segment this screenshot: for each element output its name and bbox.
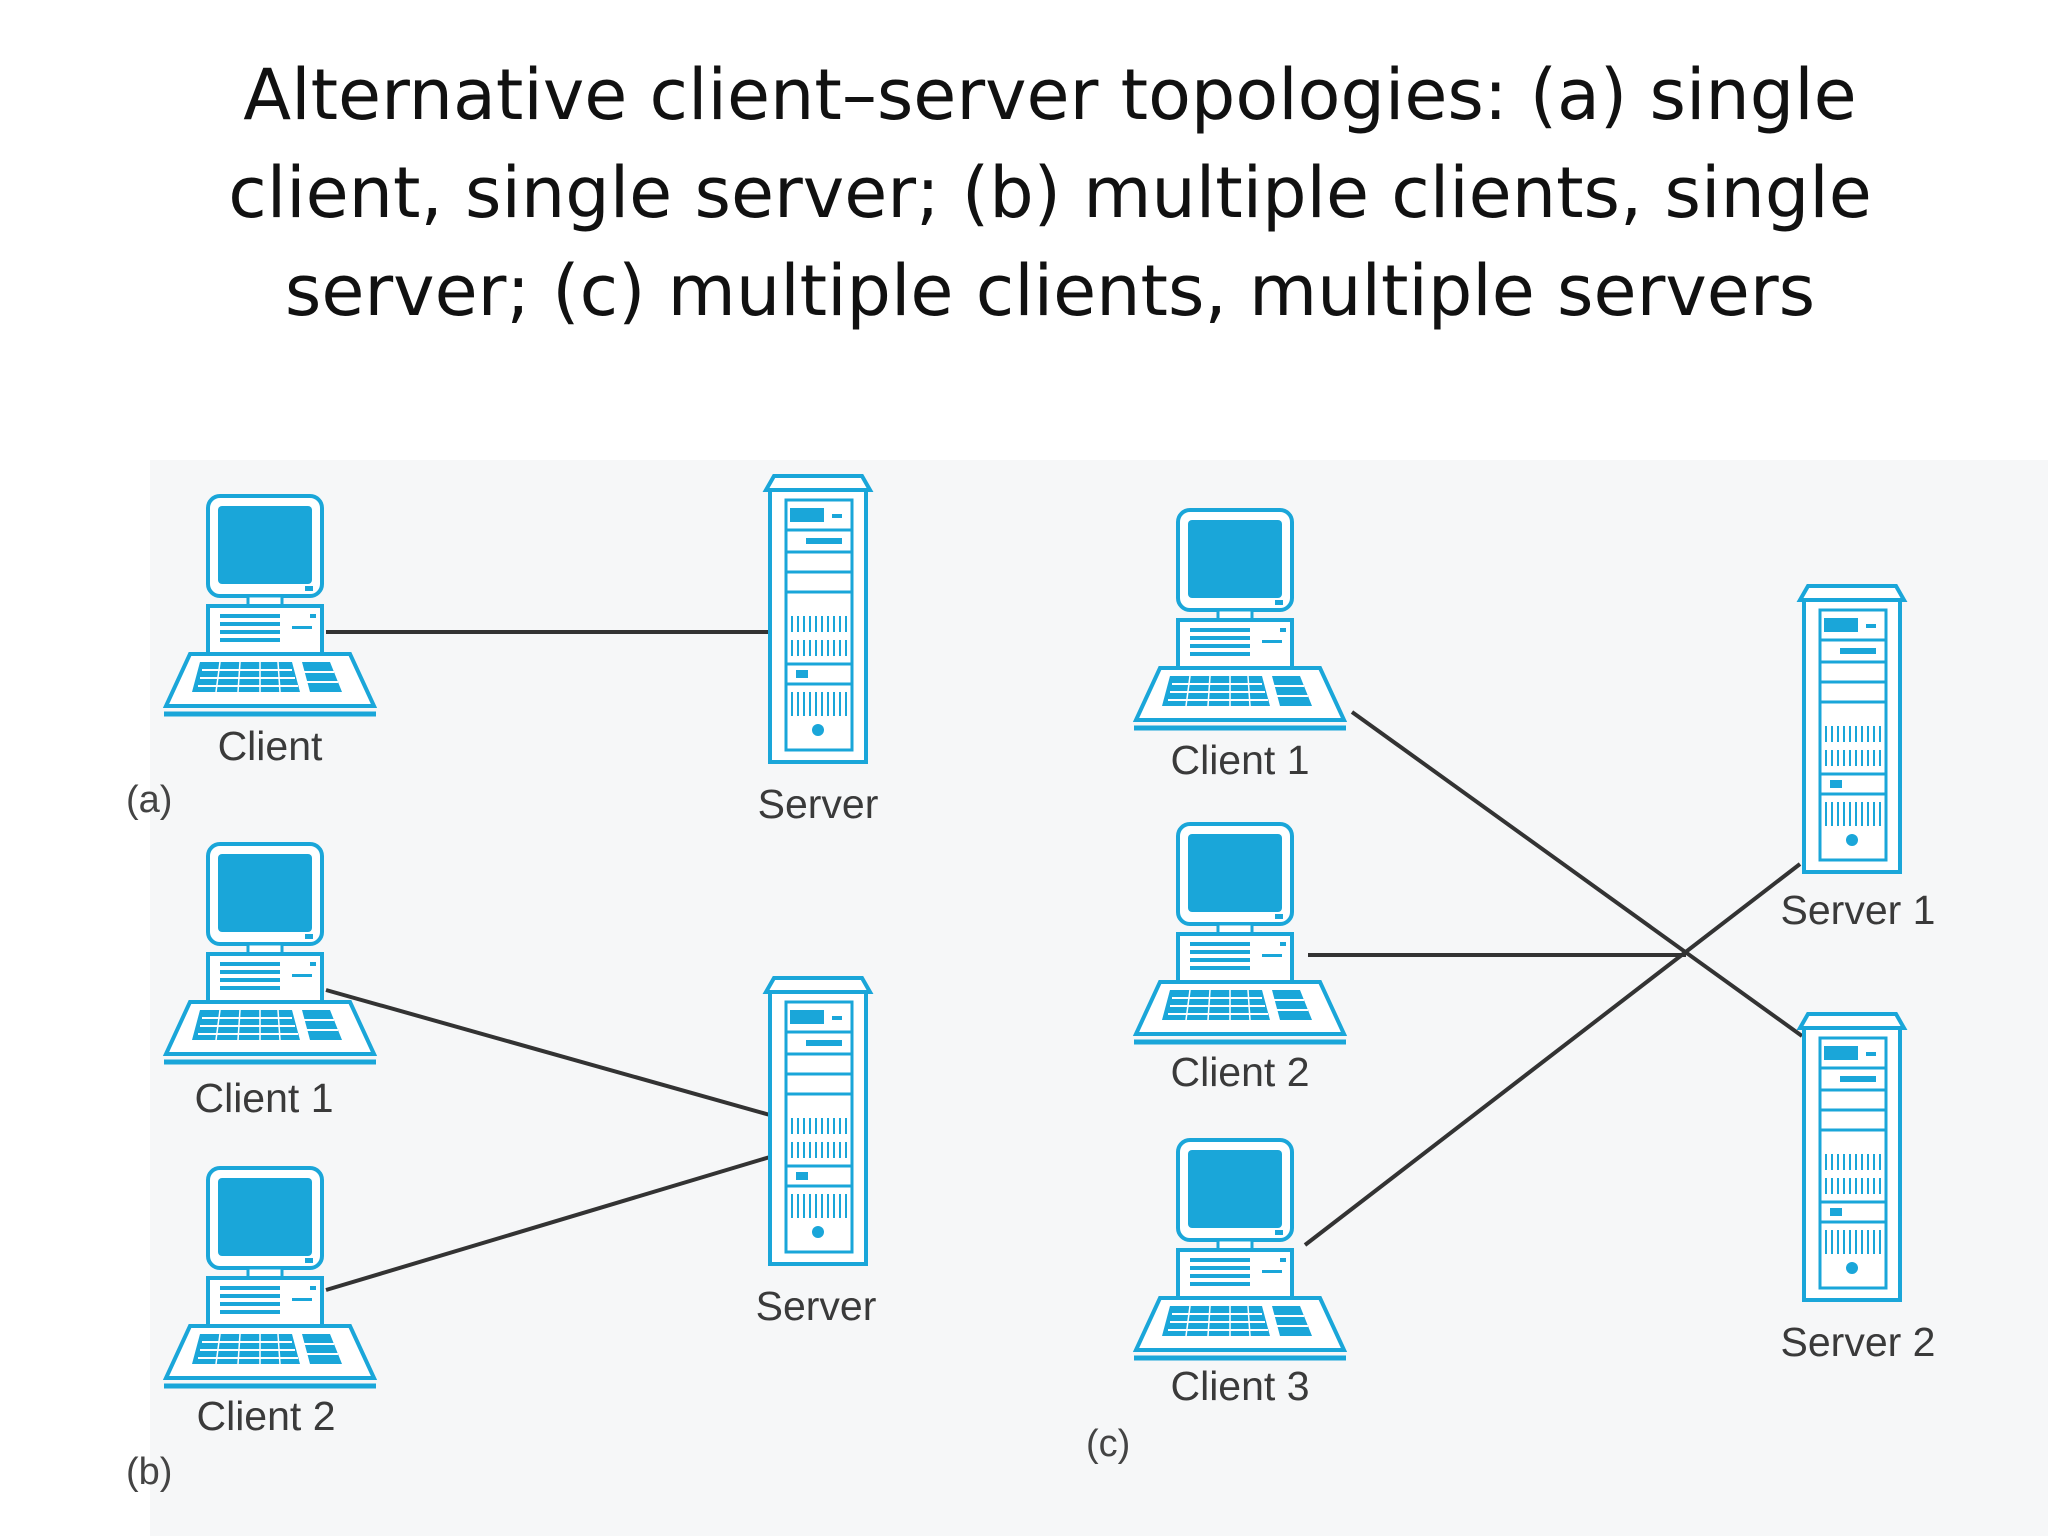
panel-a: Client Server (a): [126, 474, 879, 827]
panel-c: Client 1 Client 2 Client 3 Server 1 Serv…: [1086, 510, 1935, 1465]
panel-label-a: (a): [126, 779, 172, 821]
panel-label-b: (b): [126, 1451, 172, 1493]
client-label: Client: [218, 723, 323, 769]
link-c-client1-server2: [1350, 710, 1804, 1038]
desktop-computer-icon: [1134, 510, 1346, 728]
slide-title: Alternative client–server topologies: (a…: [228, 54, 1872, 332]
link-b-client1-server: [325, 988, 771, 1117]
panel-label-c: (c): [1086, 1423, 1130, 1465]
client-2-label: Client 2: [1170, 1049, 1309, 1095]
server-tower-icon: [764, 976, 872, 1266]
client-3-label: Client 3: [1170, 1363, 1309, 1409]
desktop-computer-icon: [164, 496, 376, 714]
server-label: Server: [758, 781, 879, 827]
server-tower-icon: [1798, 584, 1906, 874]
link-c-client3-server1: [1303, 862, 1802, 1247]
desktop-computer-icon: [164, 1168, 376, 1386]
desktop-computer-icon: [1134, 1140, 1346, 1358]
panel-b: Client 1 Client 2 Server (b): [126, 844, 876, 1493]
server-tower-icon: [1798, 1012, 1906, 1302]
server-1-label: Server 1: [1781, 887, 1936, 933]
server-2-label: Server 2: [1781, 1319, 1936, 1365]
server-tower-icon: [764, 474, 872, 764]
server-label: Server: [756, 1283, 877, 1329]
client-2-label: Client 2: [196, 1393, 335, 1439]
client-1-label: Client 1: [1170, 737, 1309, 783]
desktop-computer-icon: [1134, 824, 1346, 1042]
desktop-computer-icon: [164, 844, 376, 1062]
link-b-client2-server: [325, 1155, 771, 1292]
client-1-label: Client 1: [194, 1075, 333, 1121]
